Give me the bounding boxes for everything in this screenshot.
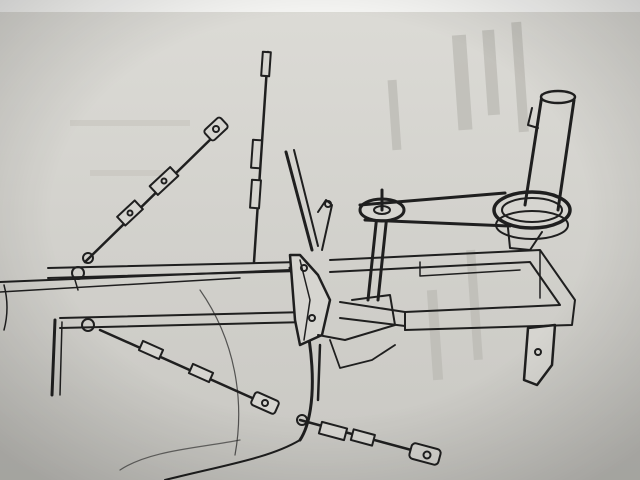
- photo: [0, 0, 640, 480]
- illustration: [0, 0, 640, 480]
- photo-vignette: [0, 0, 640, 480]
